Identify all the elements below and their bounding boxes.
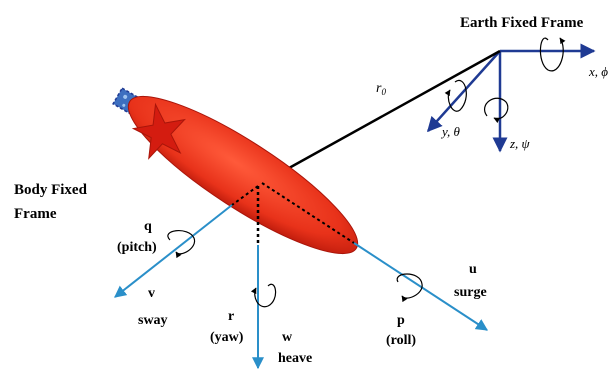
p-label: p <box>397 313 405 328</box>
body-surge-axis <box>353 242 489 331</box>
earth-y-rotation-icon <box>444 79 467 112</box>
body-frame-title-line2: Frame <box>14 206 57 222</box>
star-icon <box>131 102 186 160</box>
earth-z-label: z, ψ <box>509 136 531 151</box>
earth-y-label: y, θ <box>440 124 461 139</box>
heave-label: heave <box>278 351 312 366</box>
position-vector: r0 <box>260 49 501 185</box>
v-label: v <box>148 286 155 301</box>
body-sway-axis <box>114 204 233 298</box>
vehicle-body <box>112 87 359 255</box>
pitch-rotation-icon <box>167 230 196 259</box>
hull-centerline-dotted <box>261 182 355 244</box>
w-label: w <box>282 330 293 345</box>
roll-rotation-icon <box>396 273 423 303</box>
r0-vector-arrow <box>260 49 501 185</box>
hull-ellipse <box>127 95 359 255</box>
q-label: q <box>144 219 152 234</box>
earth-x-rotation-icon <box>539 37 566 72</box>
yaw-label: (yaw) <box>210 330 244 345</box>
surge-label: surge <box>454 285 487 300</box>
body-fixed-frame: Body Fixed Frame q (pitch) v sway r (yaw… <box>14 182 489 370</box>
earth-z-rotation-icon <box>484 97 509 124</box>
r-label: r <box>228 309 234 324</box>
earth-y-axis <box>426 50 501 133</box>
roll-label: (roll) <box>386 333 416 348</box>
sway-label: sway <box>138 313 168 328</box>
earth-x-label: x, ϕ <box>588 64 608 79</box>
earth-frame-title: Earth Fixed Frame <box>460 15 584 31</box>
earth-fixed-frame: Earth Fixed Frame x, ϕ y, θ z, ψ <box>426 15 608 153</box>
u-label: u <box>469 262 477 277</box>
body-frame-title-line1: Body Fixed <box>14 182 88 198</box>
yaw-rotation-icon <box>250 283 277 308</box>
r0-label: r0 <box>376 81 386 97</box>
pitch-label: (pitch) <box>117 240 157 255</box>
body-sway-axis-dotted <box>231 185 259 206</box>
